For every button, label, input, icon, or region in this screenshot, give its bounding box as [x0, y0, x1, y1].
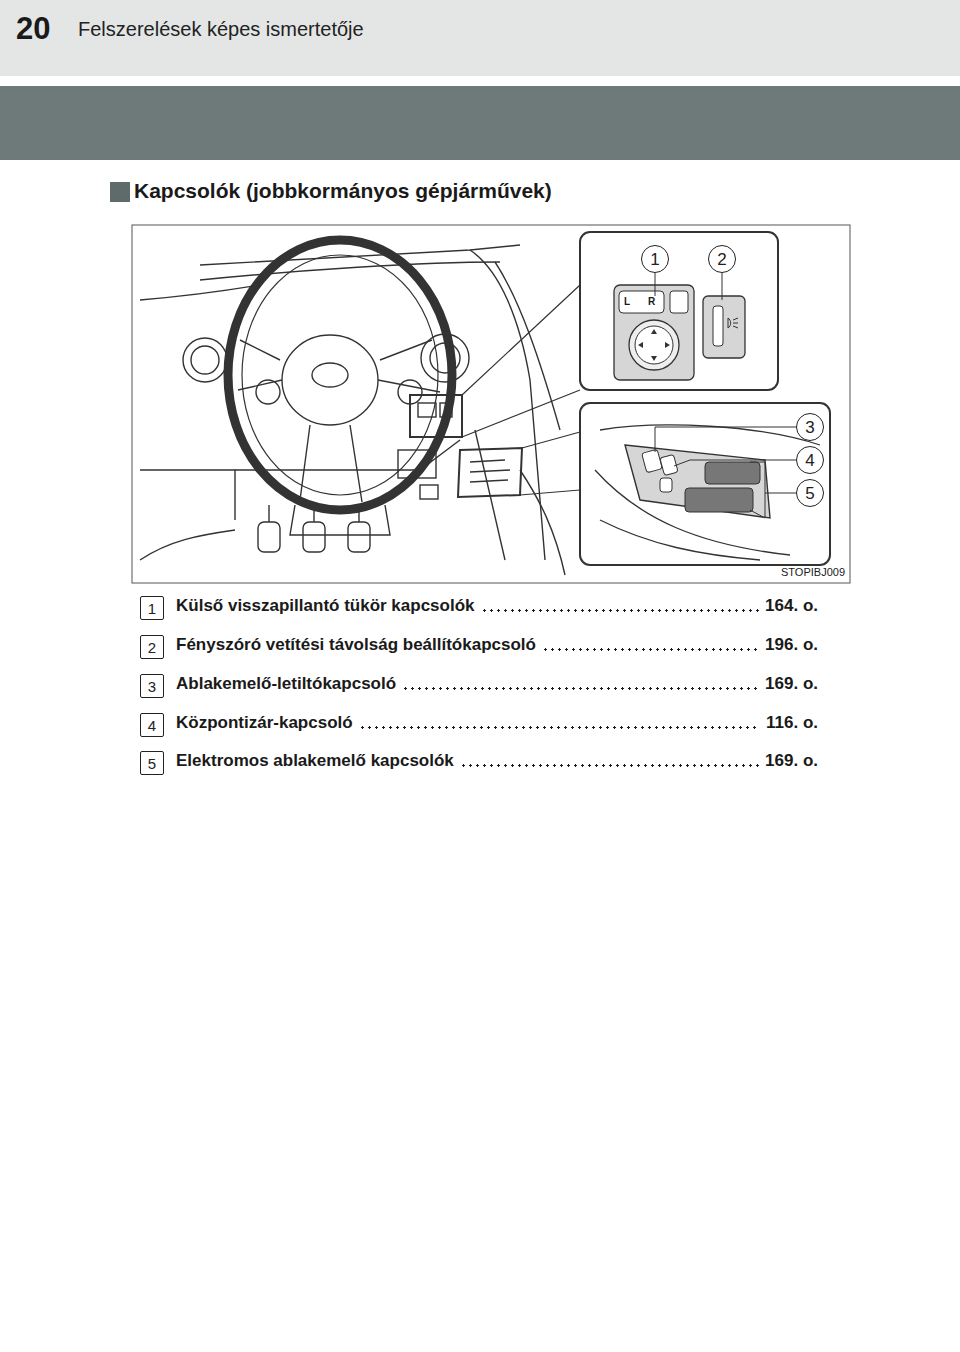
list-number-box: 1 — [140, 596, 164, 620]
lr-selector — [619, 291, 664, 313]
item-text: Fényszóró vetítési távolság beállítókapc… — [176, 635, 536, 655]
callout-number: 5 — [796, 479, 824, 507]
page-ref: 164. o. — [765, 596, 818, 616]
figure-frame — [132, 225, 850, 583]
item-text: Központizár-kapcsoló — [176, 713, 353, 733]
page-ref: 169. o. — [765, 674, 818, 694]
callout-number: 3 — [796, 413, 824, 441]
list-number-box: 4 — [140, 713, 164, 737]
dot-leader — [402, 687, 759, 690]
switch-letter: R — [648, 296, 655, 308]
callout-text: 5 — [148, 756, 156, 771]
page-ref: 196. o. — [765, 635, 818, 655]
inset-leader — [520, 432, 580, 495]
callout-text: 3 — [148, 679, 156, 694]
callout-text: 1 — [148, 601, 156, 616]
item-text: Elektromos ablakemelő kapcsolók — [176, 751, 454, 771]
inset-frame — [580, 403, 830, 565]
callout-number: 4 — [796, 446, 824, 474]
window-switch — [705, 462, 760, 484]
mirror-adjust-pad — [629, 320, 679, 370]
callout-text: 2 — [148, 640, 156, 655]
callout-text: 2 — [717, 251, 726, 268]
figure-code: STOPIBJ009 — [781, 566, 845, 579]
mirror-switch-panel — [614, 285, 694, 380]
inset-leader — [462, 285, 580, 437]
callout-leader — [655, 273, 796, 518]
running-header: Felszerelések képes ismertetője — [78, 17, 364, 41]
list-number-box: 2 — [140, 635, 164, 659]
dot-leader — [542, 648, 759, 651]
callout-text: 5 — [805, 485, 814, 502]
page-ref: 169. o. — [765, 751, 818, 771]
callout-text: 3 — [805, 419, 814, 436]
page-ref: 116. o. — [766, 713, 818, 733]
page-number: 20 — [16, 10, 50, 47]
window-switch — [685, 488, 753, 512]
retract-button — [670, 291, 688, 313]
mirror-adjust-pad — [635, 326, 673, 364]
door-lock-switch — [660, 478, 672, 492]
lock-switch — [642, 449, 663, 472]
list-number-box: 5 — [140, 751, 164, 775]
heading-marker — [110, 182, 130, 202]
inset-frame — [580, 232, 778, 390]
headlight-icon — [728, 318, 738, 328]
door-trim — [595, 425, 820, 560]
callout-text: 1 — [650, 251, 659, 268]
door-switch-panel — [625, 445, 770, 518]
interior-sketch — [140, 240, 565, 575]
dial — [713, 306, 723, 346]
switch-letter: L — [624, 296, 630, 308]
dot-leader — [481, 609, 760, 612]
item-text: Külső visszapillantó tükör kapcsolók — [176, 596, 475, 616]
dot-leader — [460, 764, 759, 767]
list-number-box: 3 — [140, 674, 164, 698]
callout-text: 4 — [148, 718, 156, 733]
callout-text: 4 — [805, 452, 814, 469]
headlight-level-switch — [703, 296, 745, 358]
item-text: Ablakemelő-letiltókapcsoló — [176, 674, 396, 694]
dot-leader — [359, 726, 760, 729]
header-bar — [0, 86, 960, 160]
arrow-marks — [638, 329, 670, 361]
callout-number: 1 — [641, 245, 669, 273]
callout-number: 2 — [708, 245, 736, 273]
section-heading: Kapcsolók (jobbkormányos gépjárművek) — [134, 178, 552, 203]
